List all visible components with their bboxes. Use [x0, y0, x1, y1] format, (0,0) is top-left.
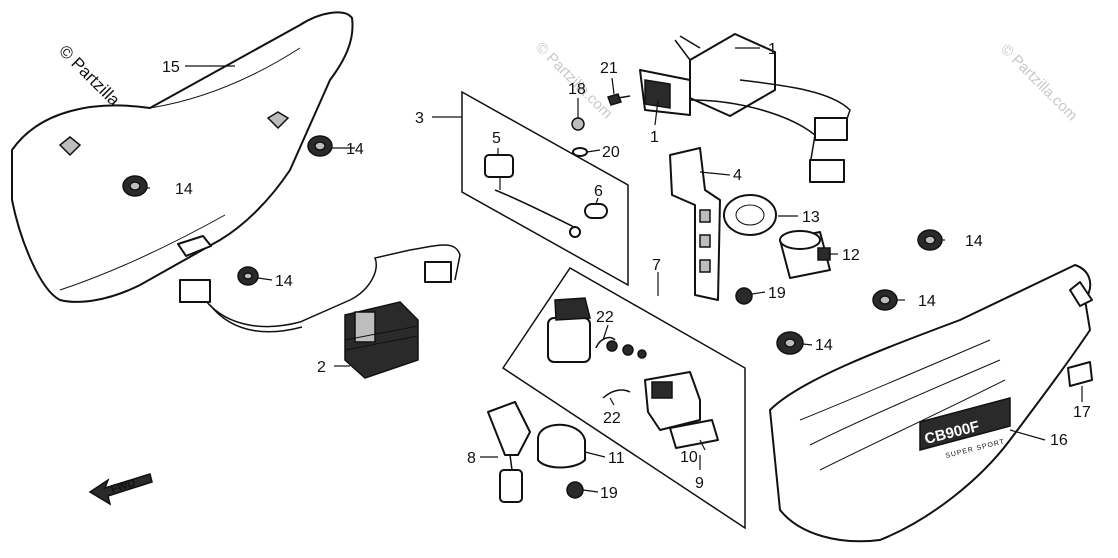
right-side-cover-part-16[interactable]: CB900F SUPER SPORT	[769, 264, 1093, 543]
callout-part-19-lower: 19	[600, 485, 618, 502]
callout-part-1-upper: 1	[768, 41, 777, 58]
callout-numbers: 1 1 2 3 4 5 6 7 8 9 10 11 12 13 14 14 14…	[162, 41, 1091, 502]
callout-part-7: 7	[652, 257, 661, 274]
washer-part-20[interactable]	[572, 147, 588, 157]
callout-part-12: 12	[842, 247, 860, 264]
wire-part-22-upper[interactable]	[595, 336, 616, 349]
grommet-part-14-e[interactable]	[872, 289, 898, 311]
wire-part-22-lower[interactable]	[602, 389, 631, 399]
nut-part-18[interactable]	[571, 117, 585, 131]
callout-part-1-lower: 1	[650, 129, 659, 146]
callout-part-20: 20	[602, 144, 620, 161]
callout-part-14-d: 14	[965, 233, 983, 250]
callout-part-15: 15	[162, 59, 180, 76]
callout-part-8: 8	[467, 450, 476, 467]
cdi-unit-part-1[interactable]	[639, 33, 851, 183]
callout-part-10: 10	[680, 449, 698, 466]
callout-part-6: 6	[594, 183, 603, 200]
fwd-label: FWD	[109, 477, 137, 496]
capacitor-part-12[interactable]	[779, 230, 831, 279]
starter-relay-part-5[interactable]	[484, 154, 514, 190]
leader-lines	[147, 47, 1083, 493]
grommet-part-14-f[interactable]	[776, 331, 804, 355]
fuse-part-6[interactable]	[494, 189, 608, 238]
callout-part-4: 4	[733, 167, 742, 184]
callout-part-14-a: 14	[346, 141, 364, 158]
regulator-harness-part-2[interactable]	[179, 244, 461, 379]
watermark-faint-right: © Partzilla.com	[997, 41, 1080, 124]
assembly-frame-part-7	[501, 267, 746, 530]
callout-part-14-c: 14	[275, 273, 293, 290]
label-part-17[interactable]	[1067, 361, 1093, 387]
callout-part-13: 13	[802, 209, 820, 226]
callout-part-5: 5	[492, 130, 501, 147]
grommet-part-14-b[interactable]	[122, 175, 148, 197]
nut-part-19-upper[interactable]	[735, 287, 753, 305]
relay-part-10[interactable]	[644, 371, 719, 449]
callout-part-9: 9	[695, 475, 704, 492]
rubber-mount-part-13[interactable]	[723, 194, 777, 236]
callout-part-11: 11	[608, 450, 625, 467]
bracket-part-8[interactable]	[487, 401, 531, 503]
callout-part-14-e: 14	[918, 293, 936, 310]
starter-solenoid-part-7[interactable]	[547, 297, 647, 363]
forward-direction-indicator: FWD	[88, 473, 153, 506]
callout-part-2: 2	[317, 359, 326, 376]
callout-part-14-b: 14	[175, 181, 193, 198]
bracket-part-4[interactable]	[669, 147, 721, 301]
callout-part-16: 16	[1050, 432, 1068, 449]
grommet-part-14-d[interactable]	[917, 229, 943, 251]
fwd-arrow-icon	[88, 473, 153, 506]
grommet-part-14-a[interactable]	[307, 135, 333, 157]
callout-part-21: 21	[600, 60, 618, 77]
callout-part-14-f: 14	[815, 337, 833, 354]
callout-part-22-lower: 22	[603, 410, 621, 427]
callout-part-19-upper: 19	[768, 285, 786, 302]
callout-part-22-upper: 22	[596, 309, 614, 326]
grommet-part-14-c[interactable]	[237, 266, 259, 286]
left-side-cover-part-15[interactable]	[11, 11, 354, 303]
callout-part-3: 3	[415, 110, 424, 127]
nut-part-19-lower[interactable]	[566, 481, 584, 499]
callout-part-18: 18	[568, 81, 586, 98]
callout-part-17: 17	[1073, 404, 1091, 421]
cover-part-11[interactable]	[537, 423, 586, 469]
bolt-part-21[interactable]	[607, 93, 631, 106]
